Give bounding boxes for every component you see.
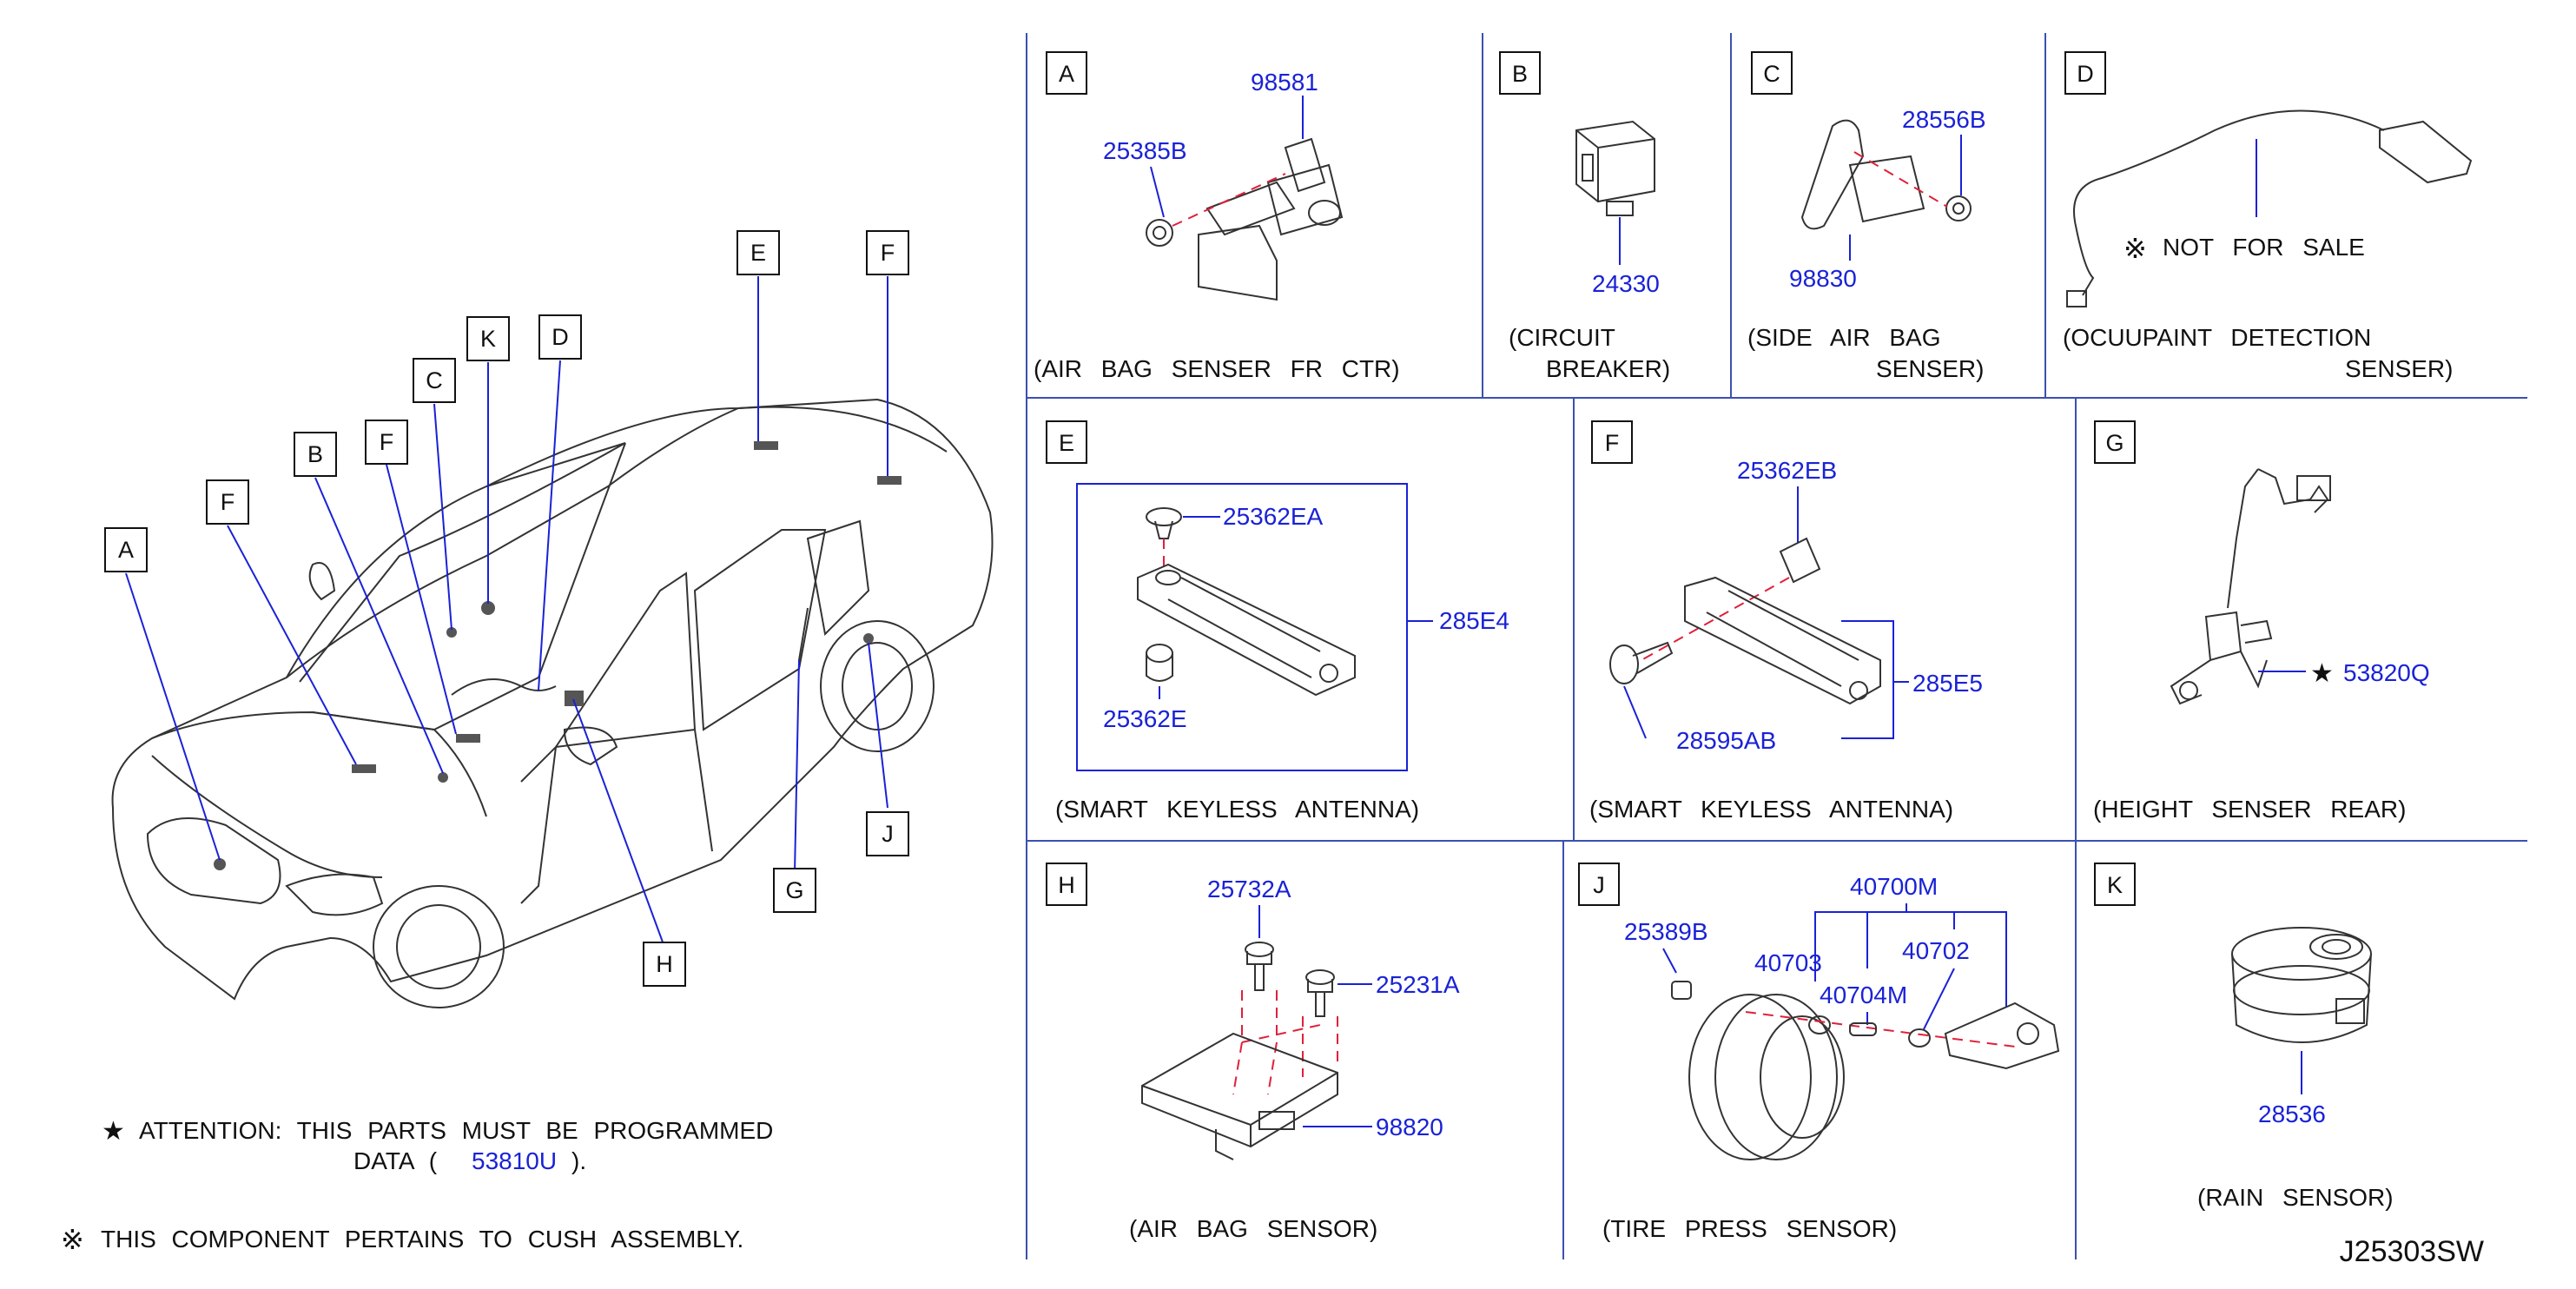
cush-note: ※ THIS COMPONENT PERTAINS TO CUSH ASSEMB… bbox=[61, 1224, 743, 1255]
panel-grid bbox=[1026, 33, 2527, 1259]
svg-text:53820Q: 53820Q bbox=[2343, 659, 2430, 686]
svg-text:SENSER): SENSER) bbox=[2345, 355, 2453, 382]
svg-text:(SIDE AIR BAG: (SIDE AIR BAG bbox=[1747, 324, 1941, 351]
svg-text:D: D bbox=[2077, 61, 2094, 87]
svg-text:C: C bbox=[426, 367, 443, 393]
svg-text:BREAKER): BREAKER) bbox=[1546, 355, 1670, 382]
svg-text:40700M: 40700M bbox=[1850, 873, 1938, 900]
attention-note: ★ ATTENTION: THIS PARTS MUST BE PROGRAMM… bbox=[102, 1117, 773, 1174]
car-callout-H: H bbox=[643, 942, 686, 987]
svg-text:25732A: 25732A bbox=[1207, 876, 1291, 902]
car-callout-F: F bbox=[365, 420, 408, 465]
svg-text:G: G bbox=[785, 877, 803, 903]
svg-text:(AIR BAG SENSER FR CTR): (AIR BAG SENSER FR CTR) bbox=[1034, 355, 1400, 382]
svg-text:(CIRCUIT: (CIRCUIT bbox=[1509, 324, 1615, 351]
reference-mark-icon: ※ bbox=[2124, 233, 2147, 264]
svg-text:K: K bbox=[480, 326, 496, 352]
svg-text:25231A: 25231A bbox=[1376, 971, 1460, 998]
reference-mark-icon: ※ bbox=[61, 1224, 84, 1255]
svg-text:).: ). bbox=[571, 1147, 586, 1174]
car-callout-G: G bbox=[773, 868, 816, 913]
svg-text:40702: 40702 bbox=[1902, 937, 1970, 964]
svg-text:285E4: 285E4 bbox=[1439, 607, 1509, 634]
svg-text:F: F bbox=[1605, 430, 1620, 456]
star-icon: ★ bbox=[102, 1117, 125, 1146]
svg-text:28536: 28536 bbox=[2258, 1101, 2326, 1127]
svg-text:E: E bbox=[750, 240, 766, 266]
svg-text:(RAIN SENSOR): (RAIN SENSOR) bbox=[2197, 1184, 2394, 1211]
car-callout-F: F bbox=[206, 479, 249, 525]
svg-text:40704M: 40704M bbox=[1820, 982, 1907, 1008]
svg-text:DATA (: DATA ( bbox=[353, 1147, 438, 1174]
svg-text:25362EB: 25362EB bbox=[1737, 457, 1837, 484]
svg-text:(SMART KEYLESS ANTENNA): (SMART KEYLESS ANTENNA) bbox=[1055, 796, 1419, 823]
panel-E: E 25362EA 285E4 25362E (SMART KEYLESS AN… bbox=[1046, 420, 1509, 823]
car-callout-A: A bbox=[104, 527, 148, 572]
svg-text:(HEIGHT SENSER REAR): (HEIGHT SENSER REAR) bbox=[2093, 796, 2406, 823]
car-callout-D: D bbox=[538, 314, 582, 360]
panel-H: H 25732A 25231A 98820 (AIR BAG SENSOR) bbox=[1046, 863, 1460, 1242]
svg-text:25385B: 25385B bbox=[1103, 137, 1187, 164]
svg-text:F: F bbox=[221, 489, 235, 515]
svg-text:J: J bbox=[882, 821, 894, 847]
panel-B: B 24330 (CIRCUIT BREAKER) bbox=[1499, 51, 1670, 382]
svg-text:A: A bbox=[118, 537, 134, 563]
car-callout-F: F bbox=[866, 230, 909, 275]
svg-text:98830: 98830 bbox=[1789, 265, 1857, 292]
svg-text:285E5: 285E5 bbox=[1912, 670, 1983, 697]
svg-text:98581: 98581 bbox=[1251, 69, 1318, 96]
svg-text:K: K bbox=[2107, 872, 2123, 898]
panel-G: G ★ 53820Q (HEIGHT SENSER REAR) bbox=[2093, 420, 2430, 823]
svg-text:25362E: 25362E bbox=[1103, 705, 1187, 732]
svg-text:B: B bbox=[307, 441, 323, 467]
car-callout-J: J bbox=[866, 811, 909, 856]
svg-text:53810U: 53810U bbox=[472, 1147, 557, 1174]
svg-text:25389B: 25389B bbox=[1624, 918, 1708, 945]
svg-text:J: J bbox=[1593, 872, 1605, 898]
svg-text:(AIR BAG SENSOR): (AIR BAG SENSOR) bbox=[1129, 1215, 1377, 1242]
svg-text:H: H bbox=[656, 951, 673, 977]
svg-text:F: F bbox=[881, 240, 895, 266]
svg-text:(OCUUPAINT DETECTION: (OCUUPAINT DETECTION bbox=[2063, 324, 2371, 351]
panel-J: J 40700M 25389B 40703 40702 40704M (TIRE… bbox=[1578, 863, 2060, 1242]
svg-text:28556B: 28556B bbox=[1902, 106, 1986, 133]
svg-text:24330: 24330 bbox=[1592, 270, 1660, 297]
svg-text:NOT FOR SALE: NOT FOR SALE bbox=[2163, 234, 2365, 261]
svg-text:F: F bbox=[380, 429, 394, 455]
svg-text:D: D bbox=[552, 324, 569, 350]
car-callout-K: K bbox=[466, 316, 510, 361]
car-callout-E: E bbox=[736, 230, 780, 275]
svg-text:C: C bbox=[1763, 61, 1780, 87]
panel-D: D ※ NOT FOR SALE (OCUUPAINT DETECTION SE… bbox=[2063, 51, 2473, 382]
car-callout-C: C bbox=[413, 358, 456, 403]
vehicle-overview bbox=[111, 398, 994, 1008]
svg-text:B: B bbox=[1512, 61, 1528, 87]
svg-text:(TIRE PRESS SENSOR): (TIRE PRESS SENSOR) bbox=[1602, 1215, 1897, 1242]
svg-text:SENSER): SENSER) bbox=[1876, 355, 1984, 382]
svg-text:THIS COMPONENT PERTAINS TO: THIS COMPONENT PERTAINS TO CUSH ASSEMBLY… bbox=[101, 1226, 743, 1253]
svg-text:25362EA: 25362EA bbox=[1223, 503, 1324, 530]
svg-text:40703: 40703 bbox=[1754, 949, 1822, 976]
diagram-code: J25303SW bbox=[2340, 1235, 2484, 1268]
panel-A: A 98581 25385B (AIR BAG SENSER FR CTR) bbox=[1034, 51, 1400, 382]
svg-text:28595AB: 28595AB bbox=[1676, 727, 1776, 754]
svg-text:G: G bbox=[2105, 430, 2124, 456]
svg-text:H: H bbox=[1058, 872, 1075, 898]
panel-K: K 28536 (RAIN SENSOR) bbox=[2094, 863, 2394, 1211]
svg-text:A: A bbox=[1059, 61, 1074, 87]
svg-text:ATTENTION: THIS PARTS MUST: ATTENTION: THIS PARTS MUST BE PROGRAMMED bbox=[139, 1117, 773, 1144]
svg-text:(SMART KEYLESS ANTENNA): (SMART KEYLESS ANTENNA) bbox=[1589, 796, 1953, 823]
star-icon: ★ bbox=[2310, 659, 2334, 688]
svg-text:98820: 98820 bbox=[1376, 1114, 1443, 1140]
callout-leaders bbox=[125, 276, 888, 948]
svg-text:E: E bbox=[1059, 430, 1074, 456]
panel-C: C 28556B 98830 (SIDE AIR BAG SENSER) bbox=[1747, 51, 1986, 382]
car-callout-B: B bbox=[294, 432, 337, 477]
panel-F: F 25362EB 285E5 28595AB (SMART KEYLESS A… bbox=[1589, 420, 1983, 823]
